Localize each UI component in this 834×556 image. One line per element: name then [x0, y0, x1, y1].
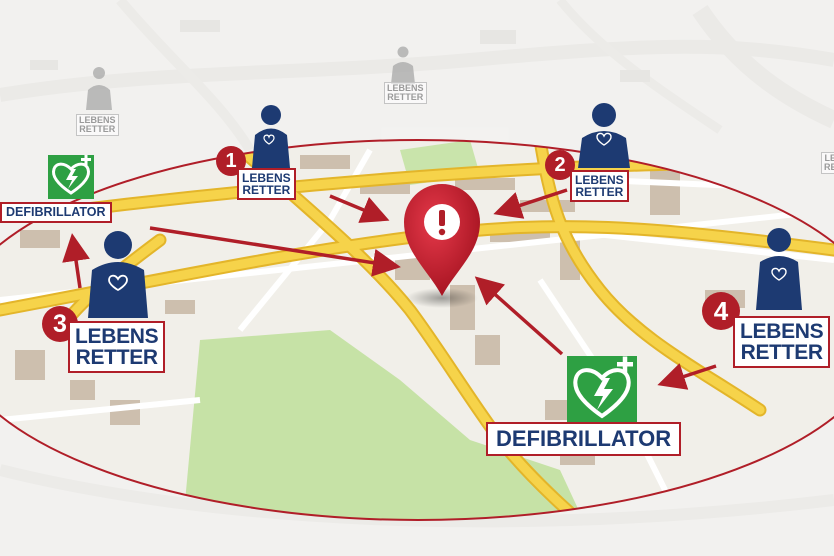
lifesaver-label-line2: RETTER [575, 185, 624, 199]
defibrillator-label-big: DEFIBRILLATOR [486, 422, 682, 456]
aed-heart-lightning-icon [567, 356, 637, 424]
arrow-from-defibrillator-small [149, 226, 401, 277]
alert-radius-ellipse [0, 139, 834, 521]
ghost-lifesaver-label: LEBENS RETTER [76, 114, 119, 136]
lifesaver-label-4: LEBENS RETTER [733, 316, 831, 368]
ghost-label-line1: LEBENS [79, 115, 116, 125]
lifesaver-label-line2: RETTER [740, 341, 824, 364]
lifesaver-label-2: LEBENS RETTER [570, 170, 629, 202]
lifesaver-label-line2: RETTER [242, 183, 291, 197]
lifesaver-label-line1: LEBENS [242, 171, 291, 185]
aed-heart-lightning-icon [48, 155, 94, 199]
arrow-from-lifesaver-3 [62, 233, 90, 289]
lifesaver-label-3: LEBENS RETTER [68, 321, 166, 373]
map-pin-exclamation-icon [404, 184, 480, 308]
person-heart-icon [88, 103, 802, 318]
ghost-label-line1: LE [824, 153, 834, 163]
ghost-label-line2: RE [824, 162, 834, 172]
lifesaver-label-line1: LEBENS [75, 325, 159, 348]
ghost-label-line2: RETTER [79, 124, 116, 134]
arrow-from-lifesaver-2 [493, 188, 568, 219]
ghost-label-line1: LEBENS [387, 83, 424, 93]
lifesaver-label-line1: LEBENS [740, 320, 824, 343]
arrow-from-lifesaver-4 [657, 363, 717, 390]
ghost-lifesaver-label: LEBENS RETTER [384, 82, 427, 104]
lifesaver-label-line2: RETTER [75, 346, 159, 369]
ghost-label-line2: RETTER [387, 92, 424, 102]
arrow-from-defibrillator-big [474, 276, 564, 356]
arrow-from-lifesaver-1 [329, 194, 390, 223]
defibrillator-label-small: DEFIBRILLATOR [0, 202, 112, 223]
lifesaver-label-1: LEBENS RETTER [237, 168, 296, 200]
ghost-person-icon [86, 46, 415, 110]
ghost-lifesaver-label: LE RE [821, 152, 834, 174]
direction-arrows [62, 188, 717, 390]
lifesaver-label-line1: LEBENS [575, 173, 624, 187]
